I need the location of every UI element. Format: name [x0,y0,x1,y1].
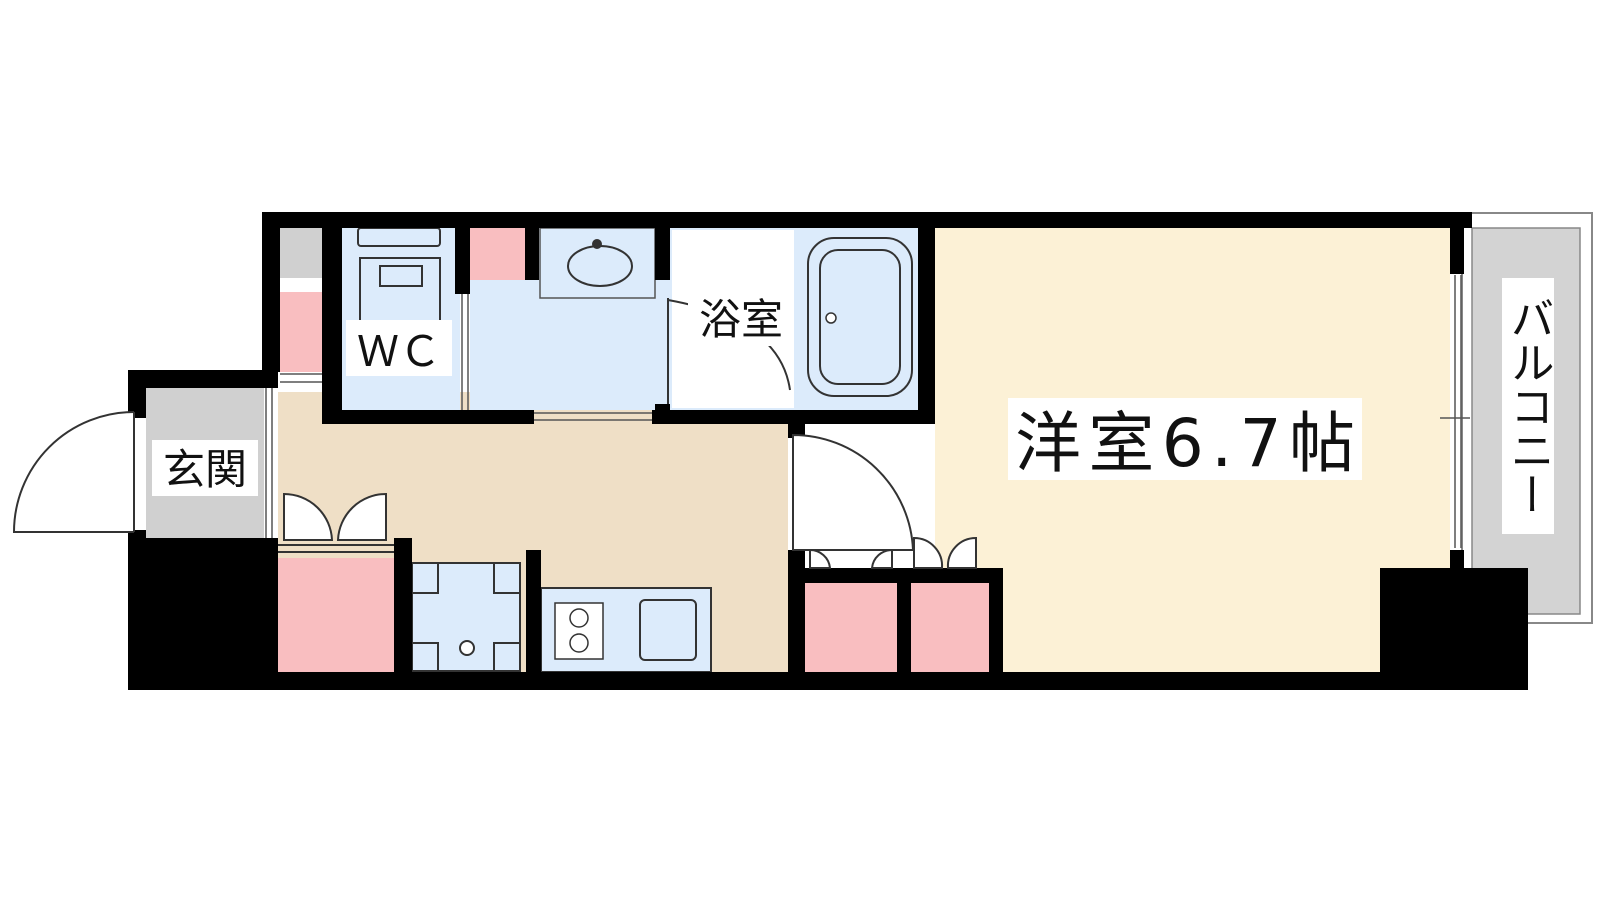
kitchen-counter [540,587,712,673]
walls [128,212,1528,690]
bath-label: 浴室 [699,295,783,344]
room-door [792,433,915,551]
balcony [1461,212,1593,624]
shoe-cabinet-doors [278,492,394,553]
entrance-label: 玄関 [163,445,247,494]
western-room-label: 洋室6.7帖 [1015,405,1355,482]
entrance-door [12,411,135,533]
wash-basin [567,239,633,287]
fridge-space [411,562,521,672]
openings [265,275,1470,548]
closet-right [911,583,989,672]
closet-left [805,583,897,672]
bathtub [807,237,913,397]
closet-doors [809,536,977,569]
shoe-cabinet [278,558,394,672]
balcony-label: バルコニー [1503,296,1554,516]
wc-label: ＷＣ [357,327,441,376]
